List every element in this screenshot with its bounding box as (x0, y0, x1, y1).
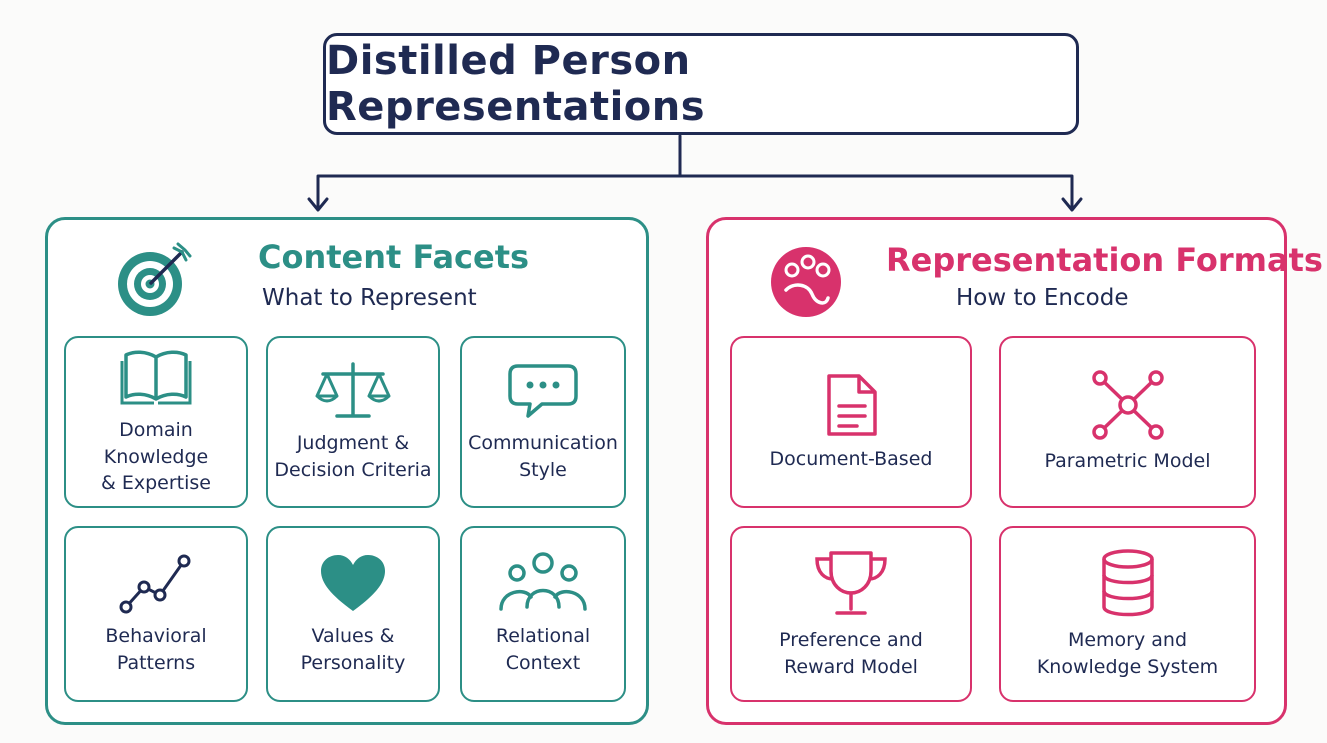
card-values-personality: Values & Personality (266, 526, 440, 702)
card-parametric-model: Parametric Model (999, 336, 1256, 508)
card-label: Memory and Knowledge System (1036, 629, 1219, 678)
card-communication-style: Communication Style (460, 336, 626, 508)
trend-line-icon (119, 554, 191, 614)
root-title-box: Distilled Person Representations (323, 33, 1079, 135)
speech-bubble-icon (508, 364, 578, 419)
representation-formats-subtitle: How to Encode (956, 285, 1129, 311)
arrowhead-right-icon (1061, 197, 1083, 212)
diagram-title: Distilled Person Representations (326, 38, 706, 130)
card-preference-reward-model: Preference and Reward Model (730, 526, 972, 702)
trophy-icon (815, 551, 887, 616)
card-label: Communication Style (468, 432, 618, 481)
target-icon (118, 242, 192, 316)
scales-icon (315, 362, 391, 419)
content-facets-title: Content Facets (258, 238, 530, 276)
card-label: Document-Based (769, 447, 933, 470)
card-judgment: Judgment & Decision Criteria (266, 336, 440, 508)
card-label: Parametric Model (1044, 449, 1211, 472)
card-label: Preference and Reward Model (779, 629, 923, 678)
people-group-icon (499, 552, 587, 612)
palette-icon (771, 247, 841, 317)
card-document-based: Document-Based (730, 336, 972, 508)
card-label: Values & Personality (300, 625, 406, 674)
card-behavioral-patterns: Behavioral Patterns (64, 526, 248, 702)
content-facets-subtitle: What to Represent (262, 285, 477, 311)
card-label: Domain Knowledge & Expertise (101, 419, 211, 495)
network-nodes-icon (1091, 369, 1164, 440)
card-label: Judgment & Decision Criteria (274, 432, 432, 481)
card-relational-context: Relational Context (460, 526, 626, 702)
card-domain-knowledge: Domain Knowledge & Expertise (64, 336, 248, 508)
heart-icon (321, 555, 385, 612)
card-label: Relational Context (495, 625, 591, 674)
document-icon (827, 373, 877, 436)
representation-formats-title: Representation Formats (886, 241, 1323, 279)
open-book-icon (120, 350, 192, 405)
card-memory-knowledge-system: Memory and Knowledge System (999, 526, 1256, 702)
arrowhead-left-icon (307, 197, 329, 212)
card-label: Behavioral Patterns (105, 625, 207, 674)
database-icon (1101, 549, 1154, 617)
